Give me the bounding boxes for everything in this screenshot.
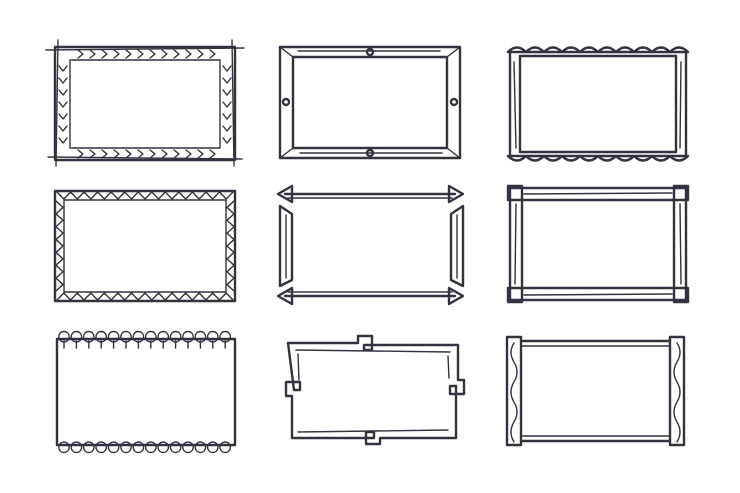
chevron-mark [222, 125, 232, 132]
loop-mark [70, 330, 83, 343]
chevron-mark [113, 149, 120, 159]
loop-mark [58, 441, 70, 454]
chevron-mark [58, 125, 68, 132]
loop-mark [107, 330, 120, 343]
chevron-mark [209, 149, 216, 159]
loop-mark [132, 330, 145, 343]
chevron-mark [197, 49, 204, 59]
chevron-mark [149, 149, 156, 159]
chevron-mark [137, 49, 144, 59]
loop-mark [70, 441, 83, 454]
chevron-mark [173, 49, 180, 59]
loop-mark [194, 330, 207, 343]
chevron-mark [89, 49, 96, 59]
loop-mark [145, 441, 157, 454]
chevron-mark [222, 113, 232, 120]
loop-mark [157, 330, 169, 343]
chevron-mark [185, 149, 192, 159]
frame-nailed-plank [278, 45, 462, 160]
loop-mark [95, 330, 107, 343]
chevron-mark [58, 77, 68, 84]
chevron-mark [222, 89, 232, 96]
loop-mark [219, 441, 231, 454]
frame-wave-pillar [505, 335, 686, 447]
loop-mark [107, 441, 120, 454]
chevron-mark [161, 49, 168, 59]
chevron-mark [222, 65, 232, 72]
loop-mark [95, 441, 107, 454]
loop-mark [58, 330, 70, 343]
chevron-mark [89, 149, 96, 159]
frame-zigzag [53, 189, 237, 303]
loop-mark [207, 441, 219, 454]
loop-mark [145, 330, 157, 343]
loop-mark [169, 330, 182, 343]
chevron-mark [173, 149, 180, 159]
loop-mark [182, 330, 194, 343]
loop-mark [83, 441, 95, 454]
chevron-mark [125, 49, 132, 59]
chevron-mark [58, 113, 68, 120]
frame-scalloped [506, 46, 690, 162]
chevron-mark [58, 89, 68, 96]
loop-mark [132, 441, 145, 454]
chevron-mark [222, 137, 232, 144]
chevron-mark [222, 77, 232, 84]
frame-notched-key [284, 334, 466, 446]
frame-chevron [45, 39, 245, 167]
chevron-mark [58, 101, 68, 108]
loop-mark [120, 330, 132, 343]
chevron-mark [58, 137, 68, 144]
chevron-mark [125, 149, 132, 159]
chevron-mark [101, 49, 108, 59]
loop-mark [182, 441, 194, 454]
chevron-mark [58, 65, 68, 72]
loop-mark [120, 441, 132, 454]
chevron-mark [197, 149, 204, 159]
loop-mark [219, 330, 231, 343]
chevron-mark [137, 149, 144, 159]
loop-mark [207, 330, 219, 343]
chevron-mark [185, 49, 192, 59]
chevron-mark [149, 49, 156, 59]
frame-arrow-bracket [276, 184, 465, 306]
chevron-mark [222, 101, 232, 108]
chevron-mark [77, 49, 84, 59]
loop-mark [157, 441, 169, 454]
loop-mark [83, 330, 95, 343]
loop-mark [169, 441, 182, 454]
frame-loop-spiral [55, 330, 237, 454]
chevron-mark [161, 149, 168, 159]
chevron-mark [113, 49, 120, 59]
chevron-mark [77, 149, 84, 159]
chevron-mark [101, 149, 108, 159]
loop-mark [194, 441, 207, 454]
frame-block-corner [506, 184, 690, 304]
chevron-mark [209, 49, 216, 59]
